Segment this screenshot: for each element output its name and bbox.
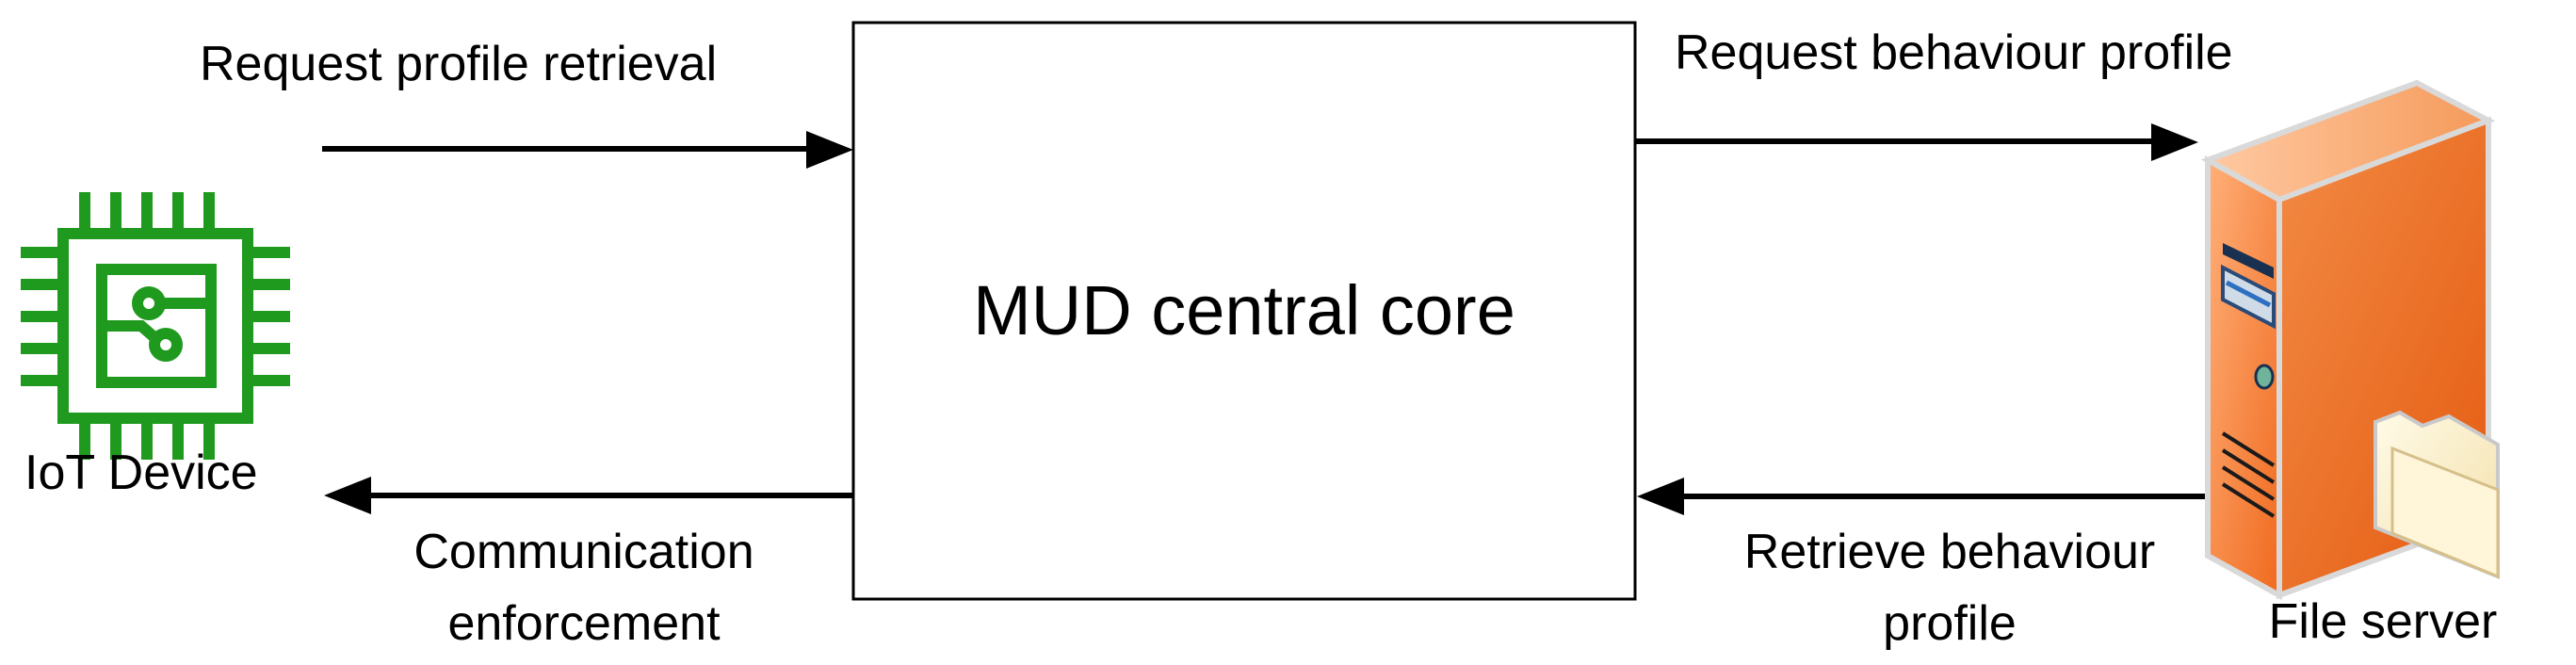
label-request-behaviour-profile: Request behaviour profile [1675, 25, 2233, 80]
label-request-profile-retrieval: Request profile retrieval [200, 37, 718, 91]
label-retrieve-behaviour-profile-line2: profile [1883, 596, 2017, 651]
arrow-request-behaviour-profile [1635, 123, 2198, 161]
mud-core-box [851, 21, 1637, 601]
server-icon [2200, 79, 2500, 601]
label-communication-enforcement-line1: Communication [413, 525, 754, 579]
arrow-communication-enforcement [324, 477, 853, 514]
core-label: MUD central core [973, 271, 1515, 349]
chip-icon [21, 192, 290, 460]
label-retrieve-behaviour-profile-line1: Retrieve behaviour [1743, 525, 2156, 579]
label-communication-enforcement-line2: enforcement [447, 596, 721, 651]
label-file-server: File server [2268, 594, 2498, 649]
label-iot-device: IoT Device [24, 446, 258, 500]
arrow-retrieve-behaviour-profile [1637, 478, 2206, 515]
arrow-request-profile-retrieval [322, 131, 853, 169]
